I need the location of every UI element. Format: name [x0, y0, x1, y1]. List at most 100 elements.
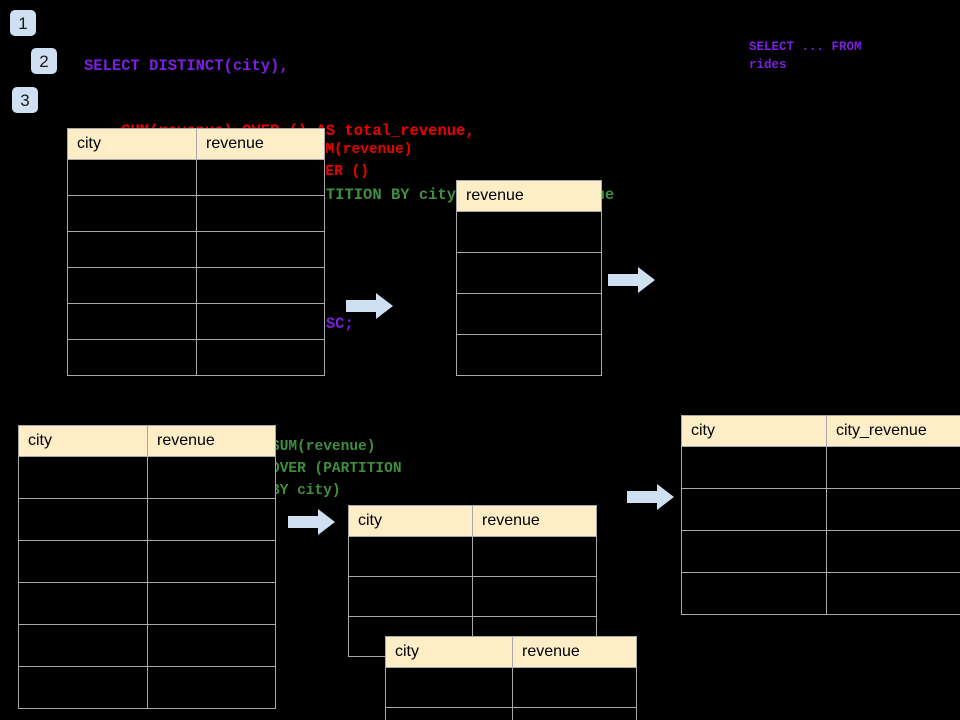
step-badge-1: 1 [10, 10, 36, 36]
table-header-row: city revenue [385, 636, 637, 668]
cell-city [348, 576, 473, 617]
cell-revenue [512, 707, 637, 720]
column-header-city: city [67, 128, 197, 160]
table-row [18, 624, 276, 667]
cell-city [18, 624, 148, 667]
column-header-revenue: revenue [147, 425, 276, 457]
table-source-bottom: city revenue [18, 425, 276, 709]
table-result: city city_revenue [681, 415, 960, 615]
cell-city-revenue [826, 446, 960, 489]
column-header-revenue: revenue [456, 180, 602, 212]
cell-city [67, 339, 197, 376]
table-row [681, 530, 960, 573]
table-total-revenue: revenue [456, 180, 602, 376]
cell-city-revenue [826, 530, 960, 573]
table-row [456, 252, 602, 294]
right-arrow-icon [627, 484, 674, 510]
column-header-revenue: revenue [472, 505, 597, 537]
cell-revenue [147, 666, 276, 709]
table-row [681, 572, 960, 615]
cell-city [681, 572, 827, 615]
table-row [18, 456, 276, 499]
table-row [67, 231, 325, 268]
table-row [681, 488, 960, 531]
step-badge-3: 3 [12, 87, 38, 113]
table-row [348, 576, 597, 617]
cell-city [18, 582, 148, 625]
table-row [18, 666, 276, 709]
column-header-city: city [348, 505, 473, 537]
cell-city [681, 488, 827, 531]
sql-line-1: SELECT DISTINCT(city), [84, 57, 289, 75]
cell-revenue [456, 334, 602, 376]
table-partition-front: city revenue [385, 636, 637, 720]
table-row [348, 536, 597, 577]
table-row [385, 667, 637, 708]
table-row [456, 293, 602, 335]
step-badge-3-label: 3 [20, 90, 30, 110]
step-badge-2: 2 [31, 48, 57, 74]
cell-city [67, 159, 197, 196]
table-row [18, 540, 276, 583]
cell-city [18, 498, 148, 541]
cell-city [18, 666, 148, 709]
cell-revenue [147, 456, 276, 499]
table-row [18, 582, 276, 625]
table-row [67, 159, 325, 196]
cell-revenue [472, 536, 597, 577]
column-header-revenue: revenue [512, 636, 637, 668]
cell-revenue [196, 339, 325, 376]
cell-revenue [147, 498, 276, 541]
cell-city-revenue [826, 488, 960, 531]
cell-city [681, 446, 827, 489]
cell-revenue [196, 231, 325, 268]
cell-city [67, 195, 197, 232]
cell-city [18, 456, 148, 499]
table-row [18, 498, 276, 541]
step-badge-1-label: 1 [18, 13, 28, 33]
cell-city [681, 530, 827, 573]
table-partition-back: city revenue [348, 505, 597, 657]
table-row [456, 334, 602, 376]
cell-city [67, 231, 197, 268]
right-arrow-icon [346, 293, 393, 319]
cell-revenue [456, 293, 602, 335]
cell-revenue [147, 624, 276, 667]
table-header-row: revenue [456, 180, 602, 212]
table-row [67, 303, 325, 340]
step-badge-2-label: 2 [39, 51, 49, 71]
annotation-sum-over-partition: SUM(revenue) OVER (PARTITION BY city) [271, 439, 402, 500]
cell-city [385, 667, 513, 708]
column-header-city: city [681, 415, 827, 447]
cell-revenue [196, 159, 325, 196]
cell-revenue [147, 582, 276, 625]
table-header-row: city revenue [18, 425, 276, 457]
cell-revenue [456, 252, 602, 294]
right-arrow-icon [288, 509, 335, 535]
cell-city [18, 540, 148, 583]
cell-revenue [472, 576, 597, 617]
sidenote-select-from-rides: SELECT ... FROM rides [749, 40, 862, 73]
cell-revenue [456, 211, 602, 253]
cell-revenue [196, 303, 325, 340]
cell-city-revenue [826, 572, 960, 615]
right-arrow-icon [608, 267, 655, 293]
cell-revenue [512, 667, 637, 708]
table-source-top: city revenue [67, 128, 325, 376]
table-header-row: city revenue [67, 128, 325, 160]
column-header-revenue: revenue [196, 128, 325, 160]
table-header-row: city city_revenue [681, 415, 960, 447]
cell-city [67, 267, 197, 304]
table-row [67, 339, 325, 376]
table-row [681, 446, 960, 489]
table-row [456, 211, 602, 253]
table-row [67, 195, 325, 232]
cell-city [67, 303, 197, 340]
cell-city [385, 707, 513, 720]
column-header-city: city [18, 425, 148, 457]
cell-revenue [196, 195, 325, 232]
column-header-city: city [385, 636, 513, 668]
table-header-row: city revenue [348, 505, 597, 537]
cell-city [348, 536, 473, 577]
